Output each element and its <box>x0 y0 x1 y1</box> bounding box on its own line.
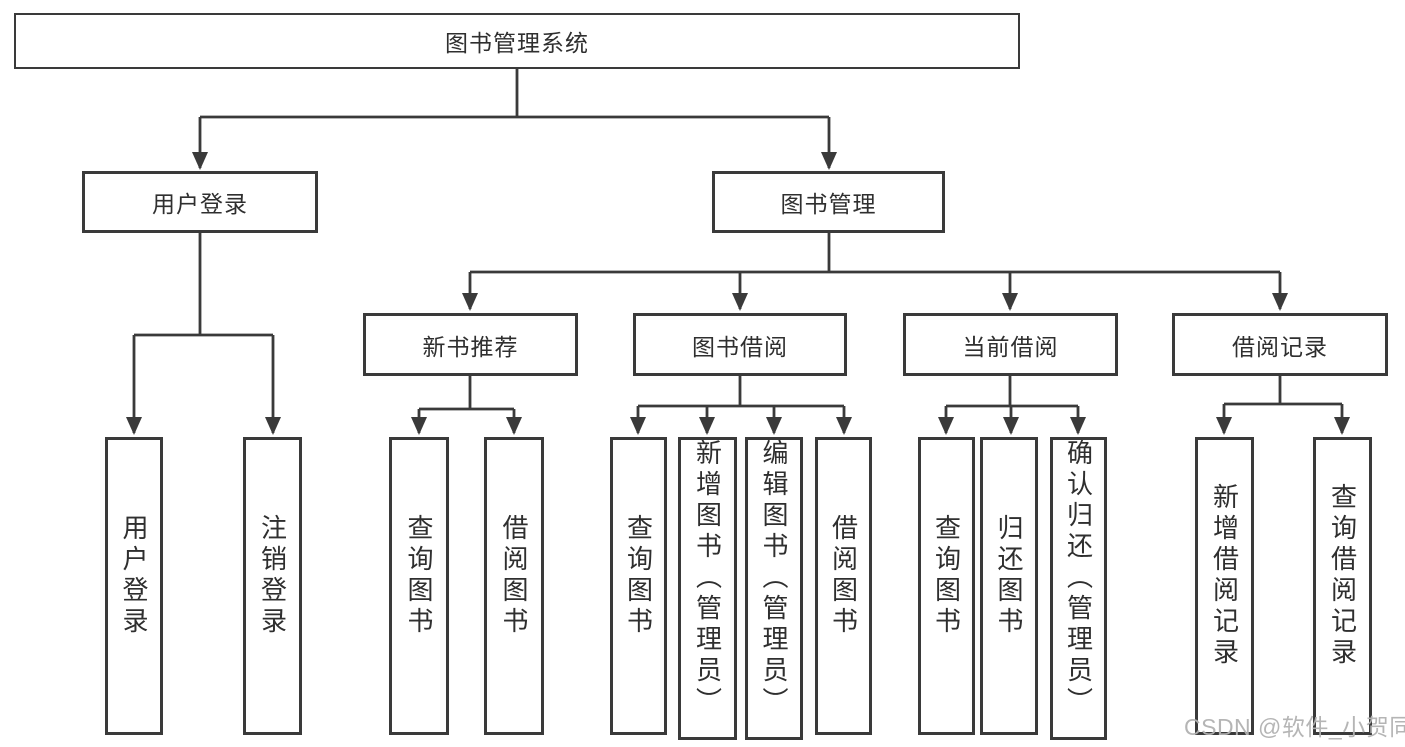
leaf-node-return-books: 归还图书 <box>980 437 1038 735</box>
leaf-node-borrow-books-1: 借阅图书 <box>484 437 544 735</box>
level2-node-book-management: 图书管理 <box>712 171 945 233</box>
root-node-book-management-system: 图书管理系统 <box>14 13 1020 69</box>
csdn-watermark: CSDN @软件_小贺同学 <box>1184 714 1405 740</box>
leaf-node-edit-books-admin: 编辑图书（管理员） <box>745 437 803 740</box>
leaf-node-add-books-admin: 新增图书（管理员） <box>678 437 737 740</box>
leaf-node-logout: 注销登录 <box>243 437 302 735</box>
leaf-node-query-borrow-record: 查询借阅记录 <box>1313 437 1372 735</box>
leaf-node-borrow-books-2: 借阅图书 <box>815 437 872 735</box>
level2-node-user-login: 用户登录 <box>82 171 318 233</box>
leaf-node-add-borrow-record: 新增借阅记录 <box>1195 437 1254 735</box>
leaf-node-user-login: 用户登录 <box>105 437 163 735</box>
level3-node-borrowing-records: 借阅记录 <box>1172 313 1388 376</box>
leaf-node-confirm-return-admin: 确认归还（管理员） <box>1050 437 1107 740</box>
leaf-node-query-books-3: 查询图书 <box>918 437 975 735</box>
leaf-node-query-books-1: 查询图书 <box>389 437 449 735</box>
level3-node-current-borrowing: 当前借阅 <box>903 313 1118 376</box>
level3-node-book-borrowing: 图书借阅 <box>633 313 847 376</box>
level3-node-new-book-recommend: 新书推荐 <box>363 313 578 376</box>
leaf-node-query-books-2: 查询图书 <box>610 437 667 735</box>
